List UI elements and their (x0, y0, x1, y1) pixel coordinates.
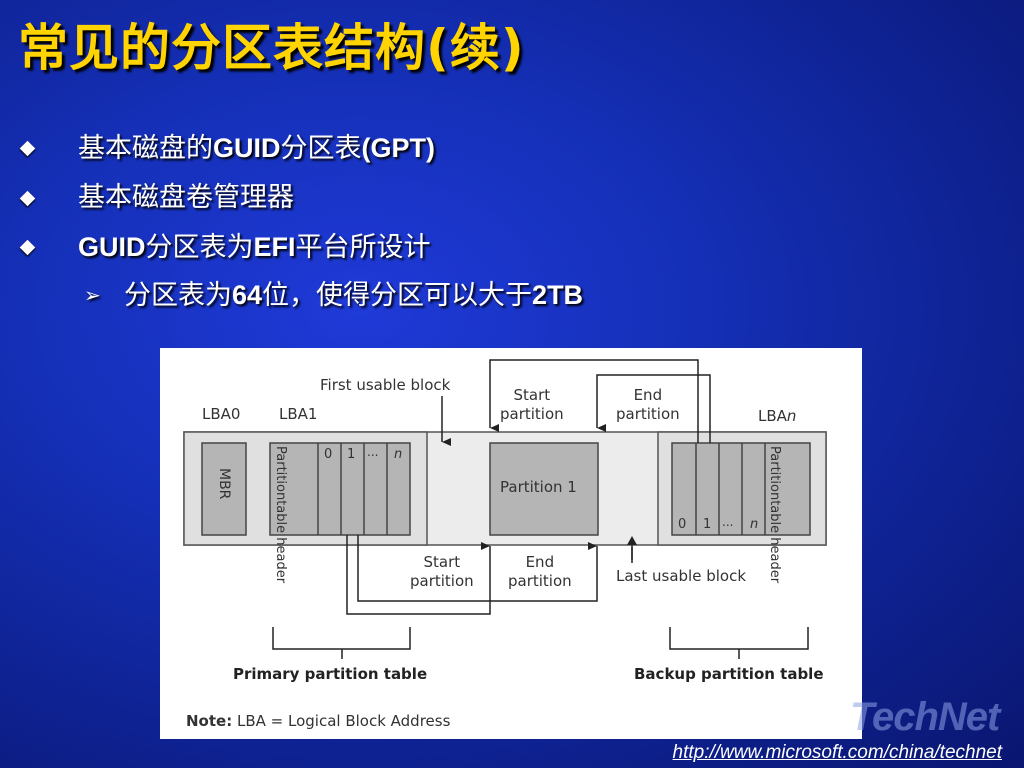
mbr-block (201, 442, 247, 536)
pth-right-label: Partitiontable header (767, 446, 782, 584)
diamond-bullet-icon (19, 190, 36, 207)
pth-left-label: Partitiontable header (273, 446, 288, 584)
mbr-label: MBR (216, 468, 232, 500)
gpt-diagram-svg (183, 359, 827, 659)
slide-title: 常见的分区表结构(续) (18, 19, 525, 77)
entry-n-right: n (750, 517, 759, 532)
primary-table-label: Primary partition table (233, 665, 428, 683)
primary-table-block (269, 442, 411, 536)
bullet-efi: GUID分区表为EFI平台所设计 (19, 231, 431, 264)
technet-watermark: TechNet (850, 695, 1000, 739)
lban-label: LBAn (758, 407, 797, 425)
entry-1-left: 1 (347, 447, 356, 462)
diamond-bullet-icon (19, 140, 36, 157)
backup-bracket (669, 627, 809, 659)
primary-start-arrow (346, 535, 491, 615)
note: Note: LBA = Logical Block Address (186, 712, 451, 730)
backup-table-label: Backup partition table (634, 665, 824, 683)
lba1-label: LBA1 (279, 405, 318, 423)
footer-url-link[interactable]: http://www.microsoft.com/china/technet (672, 742, 1002, 763)
entry-0-right: 0 (678, 517, 687, 532)
entry-0-left: 0 (324, 447, 333, 462)
bullet-volume-manager: 基本磁盘卷管理器 (19, 182, 294, 214)
bullet-gpt: 基本磁盘的GUID分区表(GPT) (19, 132, 435, 165)
backup-start-arrow (489, 359, 699, 443)
entry-1-right: 1 (703, 517, 712, 532)
sub-bullet-64bit: ➢ 分区表为64位，使得分区可以大于2TB (84, 280, 584, 311)
arrow-bullet-icon: ➢ (84, 283, 101, 307)
entry-n-left: n (394, 447, 403, 462)
backup-end-arrow (596, 374, 711, 443)
partition1-block (489, 442, 599, 536)
primary-bracket (272, 627, 411, 659)
diamond-bullet-icon (19, 239, 36, 256)
lba0-label: LBA0 (202, 405, 241, 423)
backup-table-block (671, 442, 811, 536)
primary-end-arrow (357, 535, 598, 602)
last-usable-label: Last usable block (616, 567, 747, 585)
first-usable-label: First usable block (320, 376, 451, 394)
entry-dots-left: ... (367, 445, 379, 459)
partition1-label: Partition 1 (500, 478, 577, 496)
entry-dots-right: ... (722, 515, 734, 529)
